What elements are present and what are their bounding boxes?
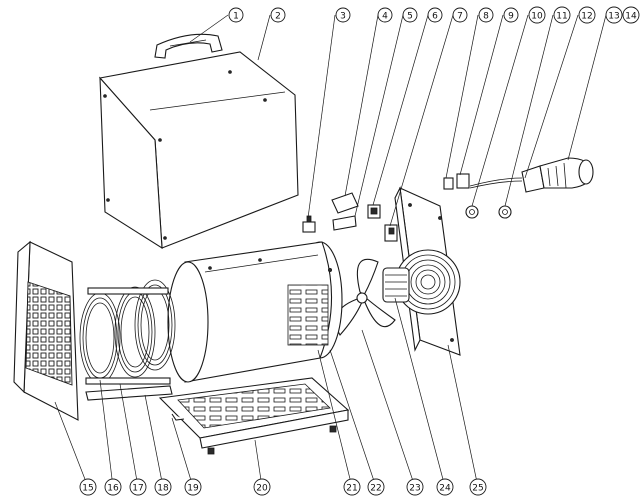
callout-23-circle	[406, 478, 424, 496]
callout-7: 7	[457, 12, 463, 22]
callout-13-circle	[605, 6, 623, 24]
leader-lines	[54, 14, 607, 488]
callout-12-circle	[578, 6, 596, 24]
callout-25-circle	[469, 478, 487, 496]
callout-2-circle	[270, 7, 286, 23]
housing-cover	[98, 51, 299, 250]
callout-5-circle	[402, 7, 418, 23]
callout-22: 22	[370, 484, 381, 494]
callout-18: 18	[157, 484, 169, 494]
callout-12: 12	[581, 12, 592, 22]
callout-22-circle	[367, 478, 385, 496]
heating-drum	[167, 241, 343, 383]
rear-fan-panel	[394, 186, 461, 356]
callout-16: 16	[107, 484, 119, 494]
callout-7-circle	[452, 7, 468, 23]
callout-1-circle	[228, 7, 244, 23]
callout-9-circle	[503, 7, 519, 23]
callout-9: 9	[508, 12, 514, 22]
fan-blade	[335, 258, 396, 336]
callout-24: 24	[439, 484, 451, 494]
callout-4: 4	[382, 12, 388, 22]
callouts-top: 1 2 3 4 5 6 7 8 9 10 11 12 13 14	[228, 6, 640, 24]
callout-3: 3	[340, 12, 346, 22]
callout-16-circle	[104, 478, 122, 496]
callout-3-circle	[335, 7, 351, 23]
callout-11-circle	[553, 6, 571, 24]
base-tray	[158, 377, 350, 455]
callout-2: 2	[275, 12, 281, 22]
callout-15-circle	[79, 478, 97, 496]
callout-14: 14	[625, 12, 637, 22]
callout-6: 6	[432, 12, 438, 22]
callout-21-circle	[343, 478, 361, 496]
callout-21: 21	[346, 484, 357, 494]
callout-6-circle	[427, 7, 443, 23]
heating-coils	[79, 279, 176, 401]
carry-handle	[154, 33, 223, 59]
callout-11: 11	[556, 12, 567, 22]
switch-assembly	[331, 192, 398, 242]
callout-18-circle	[154, 478, 172, 496]
thermostat-knob	[302, 215, 316, 233]
callout-17-circle	[129, 478, 147, 496]
fan-motor	[382, 267, 410, 303]
callout-17: 17	[132, 484, 143, 494]
callout-5: 5	[407, 12, 413, 22]
callout-8-circle	[478, 7, 494, 23]
callouts-bottom: 15 16 17 18 19 20 21 22 23 24 25	[79, 478, 487, 496]
callout-23: 23	[409, 484, 420, 494]
callout-24-circle	[436, 478, 454, 496]
callout-10-circle	[528, 6, 546, 24]
callout-25: 25	[472, 484, 483, 494]
callout-13: 13	[608, 12, 619, 22]
callout-10: 10	[531, 12, 543, 22]
callout-19: 19	[187, 484, 199, 494]
callout-4-circle	[377, 7, 393, 23]
front-grille	[13, 240, 79, 421]
callout-20-circle	[253, 478, 271, 496]
callout-15: 15	[82, 484, 93, 494]
callout-14-circle	[622, 6, 640, 24]
callout-8: 8	[483, 12, 489, 22]
callout-1: 1	[233, 12, 239, 22]
callout-20: 20	[256, 484, 268, 494]
power-cord	[443, 157, 594, 219]
callout-19-circle	[184, 478, 202, 496]
